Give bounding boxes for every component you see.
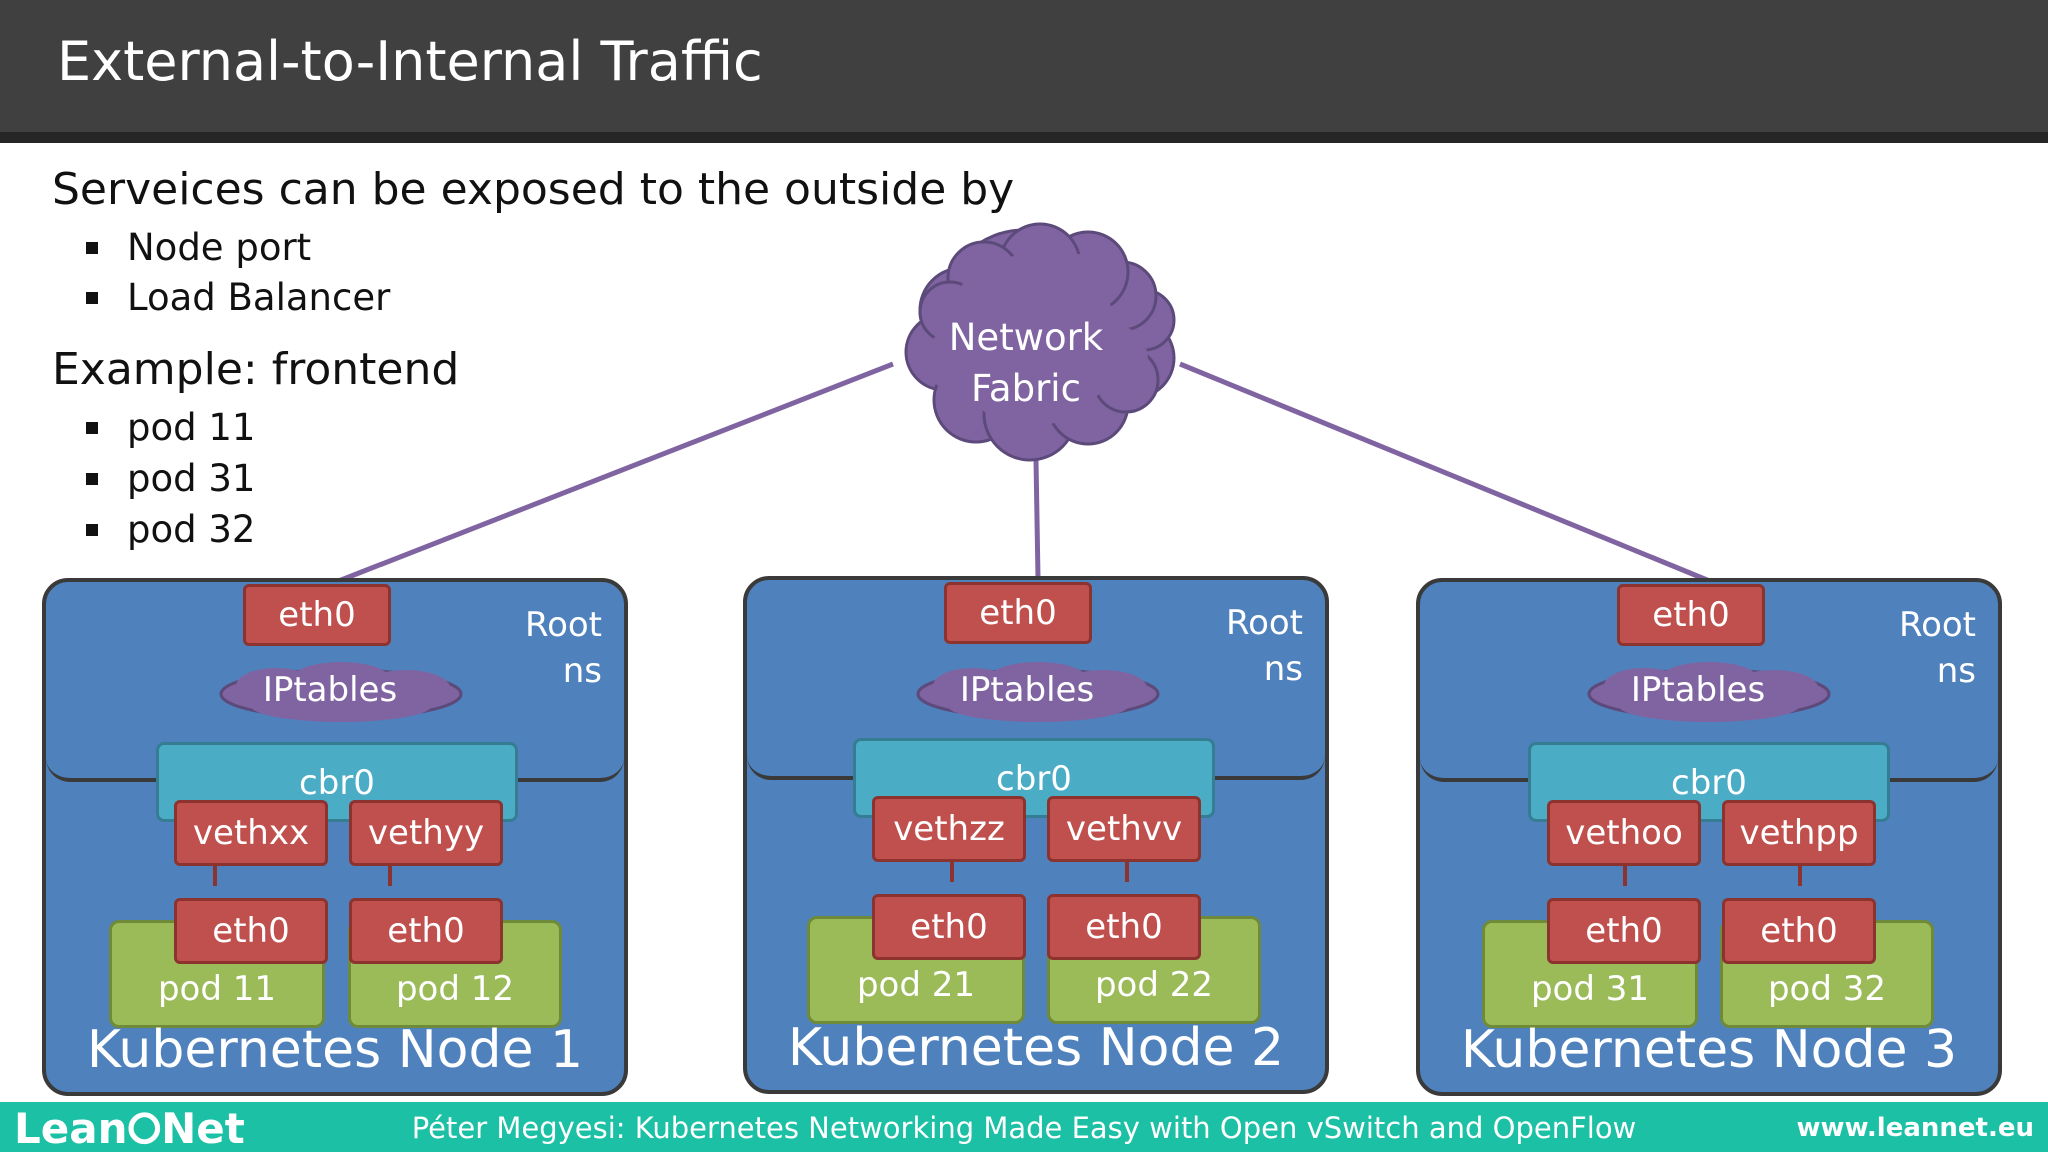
- pod-eth0: eth0: [1547, 898, 1701, 964]
- kubernetes-node-1: Root ns eth0 IPtables cbr0 pod 11 pod 12…: [42, 578, 628, 1096]
- veth-interface: vethyy: [349, 800, 503, 866]
- node-eth0: eth0: [243, 584, 391, 646]
- root-ns-label: Root ns: [1225, 603, 1303, 689]
- veth-link: [1125, 862, 1129, 882]
- node-eth0: eth0: [944, 582, 1092, 644]
- intro-item-node-port: Node port: [127, 226, 312, 269]
- example-item-pod-32: pod 32: [127, 508, 256, 551]
- footer-bar: Lean⭘Net Péter Megyesi: Kubernetes Netwo…: [0, 1102, 2048, 1153]
- veth-interface: vethxx: [174, 800, 328, 866]
- bullet-marker: [86, 242, 98, 254]
- node-eth0: eth0: [1617, 584, 1765, 646]
- bullet-marker: [86, 422, 98, 434]
- veth-link: [388, 866, 392, 886]
- example-item-pod-31: pod 31: [127, 457, 256, 500]
- bullet-marker: [86, 473, 98, 485]
- veth-interface: vethpp: [1722, 800, 1876, 866]
- node-name: Kubernetes Node 3: [1460, 1020, 1958, 1080]
- pod-eth0: eth0: [1047, 894, 1201, 960]
- node-name: Kubernetes Node 1: [86, 1020, 584, 1080]
- pod-eth0: eth0: [1722, 898, 1876, 964]
- iptables-label: IPtables: [959, 670, 1095, 710]
- iptables-cloud-icon: [219, 662, 463, 722]
- intro-heading: Serveices can be exposed to the outside …: [52, 164, 1015, 215]
- node-name: Kubernetes Node 2: [787, 1018, 1285, 1078]
- veth-interface: vethoo: [1547, 800, 1701, 866]
- network-fabric-label-line1: Network: [948, 316, 1104, 359]
- kubernetes-node-2: Root ns eth0 IPtables cbr0 pod 21 pod 22…: [743, 576, 1329, 1094]
- network-fabric-label: Network Fabric: [930, 312, 1122, 414]
- title-bar-divider: [0, 132, 2048, 143]
- example-heading: Example: frontend: [52, 344, 460, 395]
- iptables-label: IPtables: [262, 670, 398, 710]
- veth-link: [213, 866, 217, 886]
- veth-interface: vethzz: [872, 796, 1026, 862]
- link-node-1: [335, 361, 894, 585]
- iptables-cloud-icon: [916, 662, 1160, 722]
- veth-link: [950, 862, 954, 882]
- footer-credit: Péter Megyesi: Kubernetes Networking Mad…: [411, 1111, 1637, 1145]
- title-bar: [0, 0, 2048, 132]
- root-ns-label: Root ns: [1898, 605, 1976, 691]
- pod-eth0: eth0: [174, 898, 328, 964]
- pod-eth0: eth0: [349, 898, 503, 964]
- root-ns-label: Root ns: [524, 605, 602, 691]
- slide-title: External-to-Internal Traffic: [57, 30, 763, 93]
- link-node-3: [1179, 361, 1713, 585]
- example-item-pod-11: pod 11: [127, 406, 256, 449]
- link-node-2: [1033, 459, 1041, 579]
- bullet-marker: [86, 524, 98, 536]
- iptables-cloud-icon: [1587, 662, 1831, 722]
- intro-item-load-balancer: Load Balancer: [127, 276, 391, 319]
- leannet-logo: Lean⭘Net: [14, 1104, 245, 1153]
- footer-website: www.leannet.eu: [1796, 1113, 2034, 1143]
- pod-eth0: eth0: [872, 894, 1026, 960]
- bullet-marker: [86, 292, 98, 304]
- veth-interface: vethvv: [1047, 796, 1201, 862]
- veth-link: [1623, 866, 1627, 886]
- iptables-label: IPtables: [1630, 670, 1766, 710]
- veth-link: [1798, 866, 1802, 886]
- network-fabric-label-line2: Fabric: [971, 367, 1081, 410]
- kubernetes-node-3: Root ns eth0 IPtables cbr0 pod 31 pod 32…: [1416, 578, 2002, 1096]
